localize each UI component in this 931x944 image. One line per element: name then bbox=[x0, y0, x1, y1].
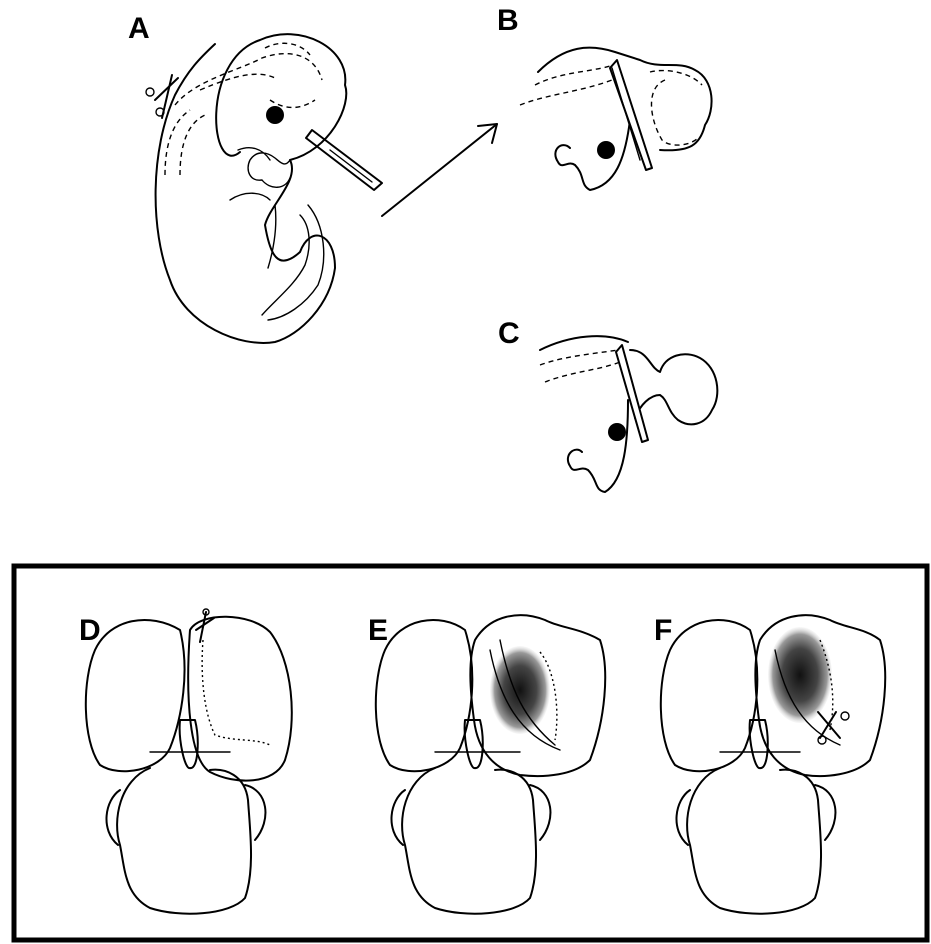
embryo-eye bbox=[266, 106, 284, 124]
panel-d-right-hemisphere bbox=[188, 617, 292, 781]
panel-c-head-outline bbox=[540, 336, 717, 492]
embryo-brain-dashes bbox=[165, 43, 322, 175]
panel-b-head-cut: B bbox=[497, 4, 712, 190]
panel-b-eye bbox=[597, 141, 615, 159]
panel-d-label: D bbox=[79, 614, 101, 647]
panel-e-left-hemisphere bbox=[376, 620, 473, 771]
panel-b-knife bbox=[610, 60, 652, 170]
panel-c-eye bbox=[608, 423, 626, 441]
panel-a-embryo: A bbox=[128, 12, 382, 343]
panel-f-scissors-icon bbox=[818, 712, 849, 744]
panel-b-brain-dashes bbox=[520, 66, 702, 145]
panel-c-brain-dashes bbox=[540, 350, 620, 382]
panel-e-brain: E bbox=[368, 614, 605, 914]
panel-e-label: E bbox=[368, 614, 388, 647]
panel-f-left-hemisphere bbox=[661, 620, 758, 771]
arrow-a-to-b bbox=[382, 124, 497, 216]
panel-e-hindbrain bbox=[391, 768, 550, 914]
embryo-face-and-limbs bbox=[230, 148, 324, 320]
panel-d-brain: D bbox=[79, 609, 292, 914]
panel-d-hindbrain bbox=[106, 768, 265, 914]
panel-c-head-cut: C bbox=[498, 317, 717, 492]
panel-f-exposed-cortex bbox=[768, 627, 832, 723]
panel-d-cut-line bbox=[202, 640, 270, 745]
scissors-icon bbox=[146, 75, 178, 118]
panel-d-scissors-icon bbox=[196, 609, 214, 642]
panel-c-label: C bbox=[498, 317, 520, 350]
panel-b-label: B bbox=[497, 4, 519, 37]
scalpel-icon bbox=[306, 130, 382, 190]
brain-panels-frame bbox=[14, 566, 927, 940]
panel-f-hindbrain bbox=[676, 768, 835, 914]
embryo-body-outline bbox=[156, 34, 347, 343]
panel-a-label: A bbox=[128, 12, 150, 45]
panel-f-brain: F bbox=[654, 614, 885, 914]
panel-f-label: F bbox=[654, 614, 672, 647]
panel-b-head-outline bbox=[538, 48, 712, 190]
